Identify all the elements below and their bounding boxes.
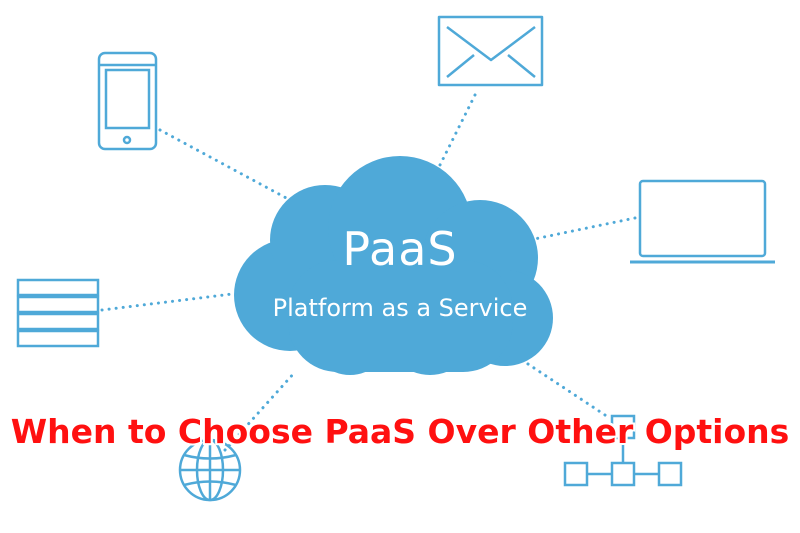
laptop-icon — [630, 179, 775, 264]
connector-network — [523, 360, 607, 417]
connector-servers — [100, 291, 242, 312]
connectors — [100, 93, 637, 452]
server-stack-icon — [16, 278, 100, 348]
cloud-title: PaaS — [342, 222, 458, 276]
caption-heading: When to Choose PaaS Over Other Options — [10, 412, 790, 451]
connector-mail — [438, 93, 477, 167]
envelope-icon — [437, 15, 544, 87]
network-hierarchy-icon — [563, 414, 683, 487]
connector-phone — [158, 128, 292, 202]
cloud-shape — [234, 156, 553, 375]
globe-icon — [178, 438, 242, 502]
smartphone-icon — [97, 51, 158, 151]
cloud-subtitle: Platform as a Service — [272, 294, 528, 322]
